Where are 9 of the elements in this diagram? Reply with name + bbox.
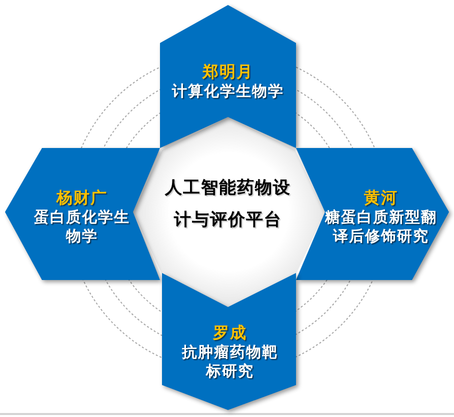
- person-name: 罗成: [212, 323, 248, 343]
- research-topic: 计算化学生物学: [170, 82, 285, 101]
- person-name: 黄河: [363, 188, 399, 208]
- research-topic: 抗肿瘤药物靶标研究: [180, 343, 279, 381]
- person-name: 郑明月: [201, 62, 254, 82]
- platform-title: 人工智能药物设计与评价平台: [164, 177, 292, 232]
- research-topic: 糖蛋白质新型翻译后修饰研究: [324, 208, 438, 246]
- research-topic: 蛋白质化学生物学: [33, 208, 131, 246]
- person-name: 杨财广: [55, 188, 108, 208]
